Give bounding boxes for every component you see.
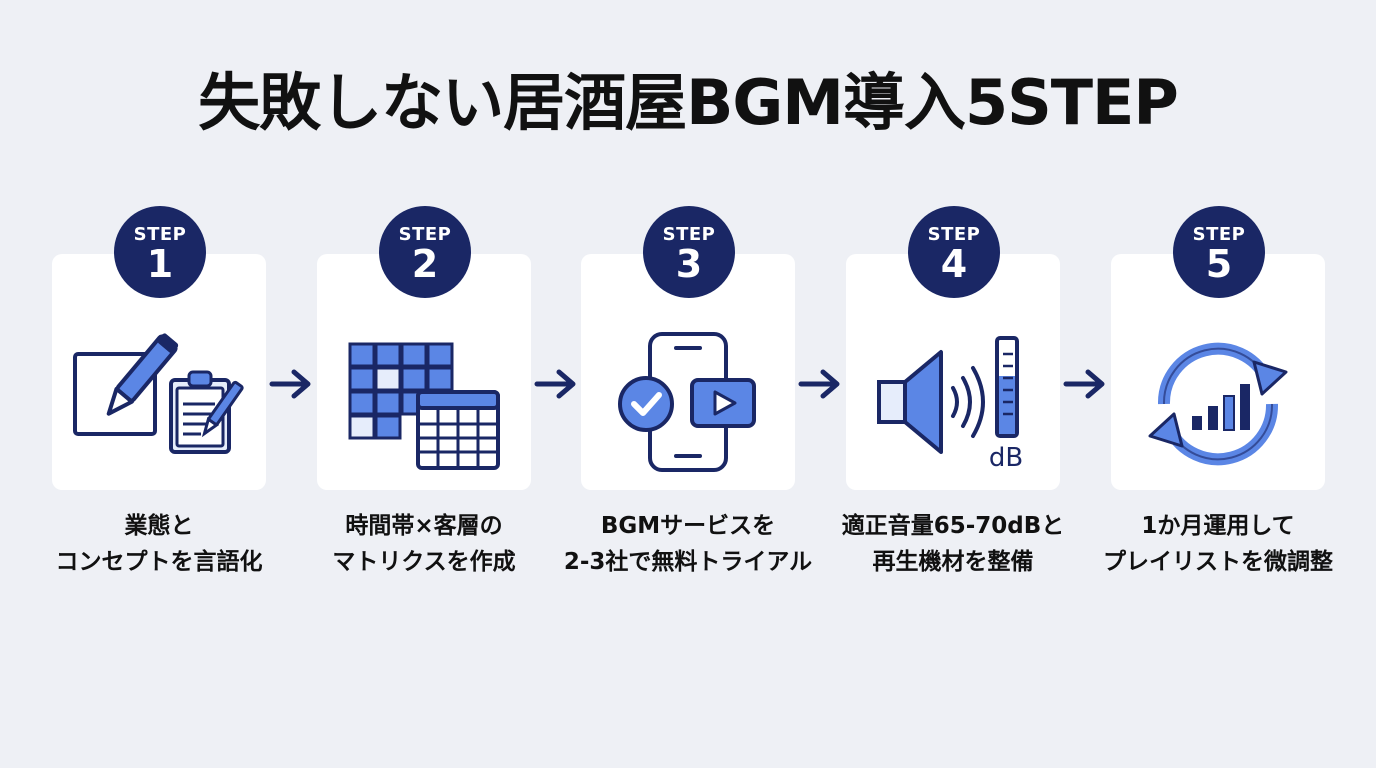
step-caption: 適正音量65-70dBと 再生機材を整備 <box>841 513 1065 575</box>
step-1: STEP 1 業態と コンセプトを言語化 <box>52 206 266 586</box>
step-5: STEP 5 1か月運用して プレイリストを微調整 <box>1103 206 1333 586</box>
step-caption: 時間帯×客層の マトリクスを作成 <box>332 513 516 575</box>
notepad-clipboard-icon <box>73 333 244 454</box>
step-badge: STEP 3 <box>643 206 735 298</box>
step-badge: STEP 1 <box>114 206 206 298</box>
step-2: STEP 2 時間帯×客層の マトリクスを作成 <box>317 206 531 586</box>
step-badge: STEP 5 <box>1173 206 1265 298</box>
step-4: dB STEP 4 適正音量65-70dBと 再生機材を整備 <box>842 206 1064 586</box>
step-caption: 業態と コンセプトを言語化 <box>55 513 263 575</box>
arrow-right-icon <box>534 369 576 399</box>
step-badge: STEP 4 <box>908 206 1000 298</box>
speaker-volume-icon: dB <box>877 336 1023 473</box>
page-title: 失敗しない居酒屋BGM導入5STEP <box>198 66 1179 139</box>
arrow-right-icon <box>798 369 840 399</box>
step-caption: 1か月運用して プレイリストを微調整 <box>1103 513 1333 575</box>
step-card <box>1111 254 1325 490</box>
smartphone-play-icon <box>618 332 756 472</box>
grid-table-icon <box>348 342 500 470</box>
step-caption: BGMサービスを 2-3社で無料トライアル <box>563 513 813 575</box>
step-3: STEP 3 BGMサービスを 2-3社で無料トライアル <box>564 206 812 586</box>
arrow-right-icon <box>1063 369 1105 399</box>
svg-text:dB: dB <box>989 443 1023 473</box>
refresh-chart-icon <box>1148 342 1288 466</box>
arrow-right-icon <box>269 369 311 399</box>
step-badge: STEP 2 <box>379 206 471 298</box>
